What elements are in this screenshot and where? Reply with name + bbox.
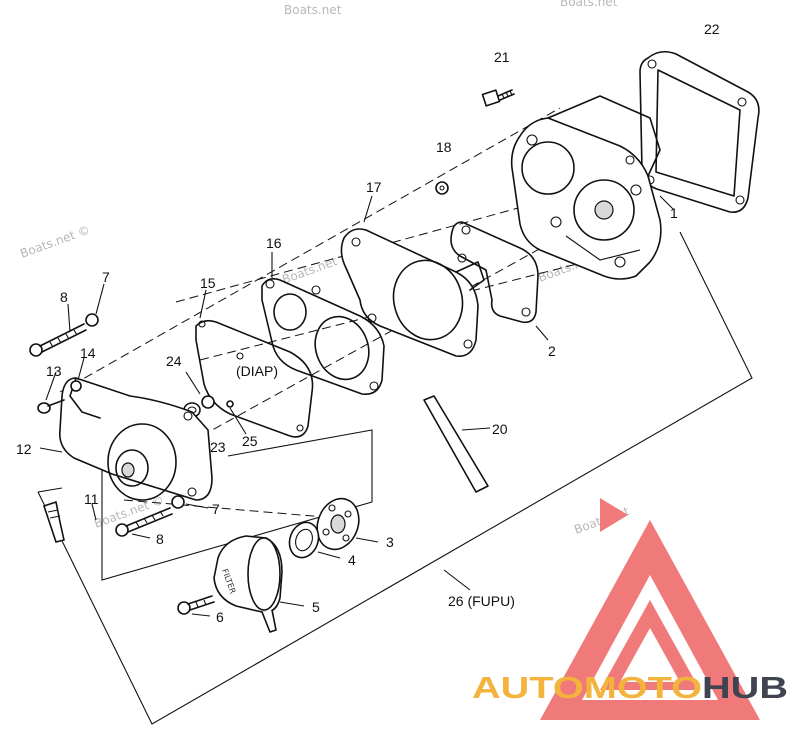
logo-part-hub: HUB [702, 670, 788, 705]
screw-8-lower [115, 507, 173, 539]
gasket-22 [639, 50, 760, 214]
washer-7-upper [85, 283, 105, 327]
filter-cup-5: FILTER [213, 535, 305, 633]
label-part-8-upper: 8 [60, 289, 68, 305]
seal-ring-4 [288, 521, 341, 559]
label-part-2: 2 [548, 343, 556, 359]
hose-20 [423, 395, 491, 493]
filter-screen-3 [316, 497, 379, 551]
label-part-13: 13 [46, 363, 62, 379]
label-part-17: 17 [366, 179, 382, 195]
washer-14 [70, 357, 85, 392]
label-part-16: 16 [266, 235, 282, 251]
label-part-6: 6 [216, 609, 224, 625]
label-part-23: 23 [210, 439, 226, 455]
label-diap: (DIAP) [236, 363, 278, 379]
watermark: Boats.net [284, 3, 342, 17]
screw-8-upper [29, 303, 87, 357]
gasket-2 [450, 221, 549, 341]
pump-base-12 [39, 377, 213, 501]
label-part-3: 3 [386, 534, 394, 550]
label-part-18: 18 [436, 139, 452, 155]
diaphragm-15 [195, 289, 314, 438]
fitting-11 [43, 501, 97, 543]
label-fupu: 26 (FUPU) [448, 593, 515, 609]
label-part-4: 4 [348, 552, 356, 568]
pump-cover-1 [510, 95, 675, 280]
pump-chamber-17 [340, 195, 485, 357]
label-part-12: 12 [16, 441, 32, 457]
nut-18 [435, 181, 449, 195]
watermark: Boats.net [280, 254, 339, 287]
label-part-5: 5 [312, 599, 320, 615]
watermark: Boats.net [560, 0, 618, 9]
label-part-7-upper: 7 [102, 269, 110, 285]
label-part-24: 24 [166, 353, 182, 369]
assembly-bracket-lines [37, 231, 753, 725]
label-part-8-lower: 8 [156, 531, 164, 547]
logo-triangle-graphic [540, 498, 760, 720]
watermark: Boats.net © [18, 223, 92, 261]
screw-21 [481, 89, 515, 107]
label-part-11: 11 [84, 491, 99, 507]
label-part-1: 1 [670, 205, 678, 221]
label-part-15: 15 [200, 275, 216, 291]
label-part-14: 14 [80, 345, 96, 361]
screw-6 [177, 595, 215, 617]
label-part-22: 22 [704, 21, 720, 37]
label-part-25: 25 [242, 433, 258, 449]
washer-7-lower [171, 495, 209, 509]
label-part-7-lower: 7 [212, 501, 220, 517]
gasket-16 [261, 252, 385, 396]
label-part-20: 20 [492, 421, 508, 437]
label-part-21: 21 [494, 49, 510, 65]
screw-13 [37, 371, 65, 414]
logo-part-automoto: AUTOMOTO [472, 670, 702, 705]
rivet-25 [226, 400, 247, 435]
